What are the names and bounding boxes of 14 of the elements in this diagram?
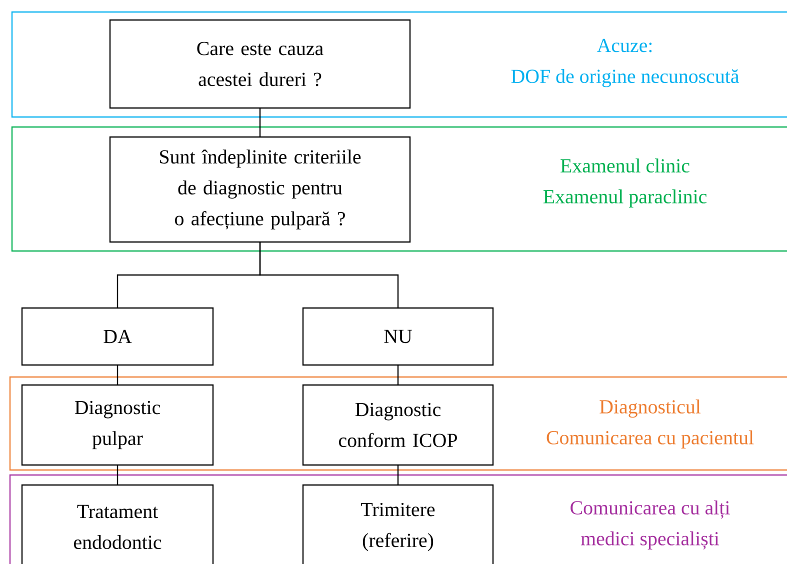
connector-line [397, 365, 399, 385]
process-box: Tratament endodontic [21, 484, 214, 564]
connector-line [259, 108, 261, 137]
connector-line [397, 465, 399, 485]
process-box: Sunt îndeplinite criteriile de diagnostic pentru o afecțiune pulpară ? [109, 136, 411, 243]
process-box: Diagnostic pulpar [21, 384, 214, 466]
process-box: Diagnostic conform ICOP [302, 384, 494, 466]
connector-line [259, 242, 399, 308]
process-box: Care este cauza acestei dureri ? [109, 19, 411, 109]
connector-line [116, 465, 118, 485]
connector-line [116, 365, 118, 385]
process-box: DA [21, 307, 214, 366]
process-box: Trimitere (referire) [302, 484, 494, 564]
process-box: NU [302, 307, 494, 366]
